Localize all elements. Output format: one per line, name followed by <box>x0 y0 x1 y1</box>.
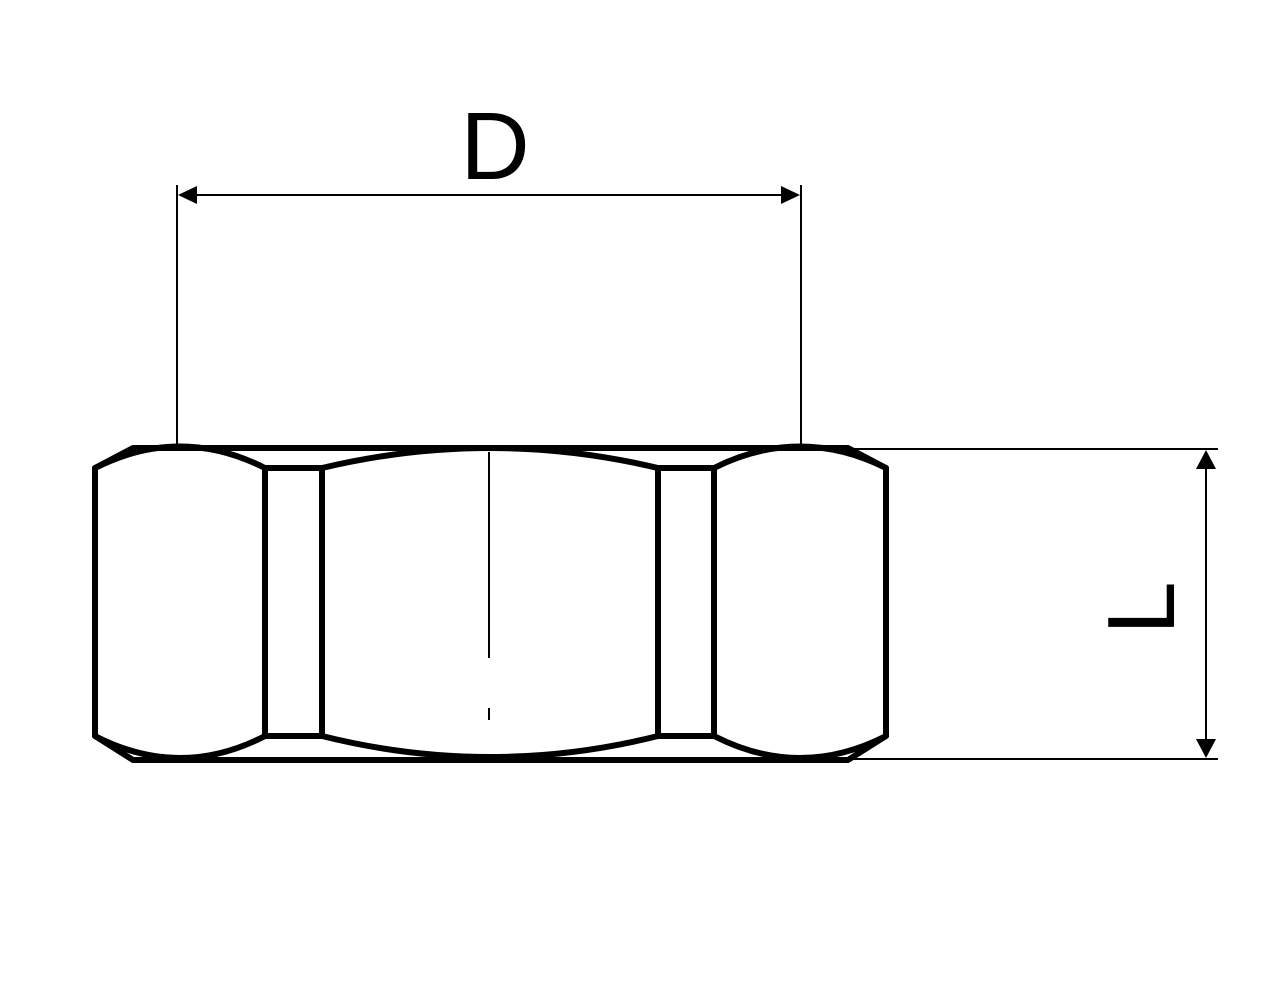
nut-outer-outline <box>92 445 889 763</box>
dimension-d-left-arrow <box>178 186 197 204</box>
nut-body <box>92 443 889 763</box>
nut-left-face-bottom-arc <box>92 733 268 761</box>
nut-right-face-top-arc <box>711 443 889 471</box>
nut-left-face-top-arc <box>92 443 268 471</box>
dimension-d: D <box>176 93 802 446</box>
dimension-l-top-arrow <box>1196 450 1216 469</box>
nut-center-face-bottom-arc <box>319 733 661 760</box>
dimension-l: L <box>850 448 1218 760</box>
dimension-l-bottom-arrow <box>1196 739 1216 758</box>
nut-center-face-top-arc <box>319 445 661 471</box>
dimension-d-label: D <box>460 93 529 200</box>
dimension-d-right-arrow <box>781 186 800 204</box>
nut-right-face-bottom-arc <box>711 733 889 761</box>
dimension-l-label: L <box>1088 581 1195 634</box>
